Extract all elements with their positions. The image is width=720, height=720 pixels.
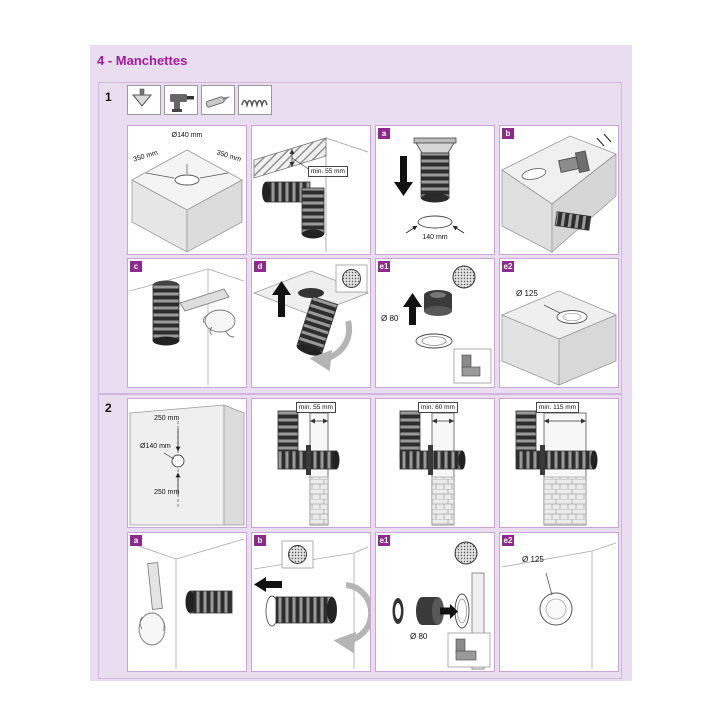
section-1-row-1: Ø140 mm 350 mm 350 mm (127, 125, 619, 255)
drill-icon (164, 85, 198, 115)
foam-strip-icon (238, 85, 272, 115)
step-label-e2: e2 (502, 261, 514, 272)
panel-step-b-ceiling-parts: b (499, 125, 619, 255)
diameter-80-label: Ø 80 (381, 314, 399, 323)
diameter-label: Ø140 mm (171, 132, 203, 139)
ceiling-thickness-illustration (253, 137, 369, 252)
section-1-number: 1 (105, 90, 112, 104)
sealant-gun-icon (201, 85, 235, 115)
wall-section-115-illustration (515, 410, 598, 526)
panel-wall-hole-dimensions: 250 mm Ø140 mm 250 mm (127, 398, 247, 528)
reduction-80-wall-illustration (392, 541, 491, 670)
diameter-125-label: Ø 125 (516, 289, 538, 298)
step-label-b: b (254, 535, 266, 546)
section-1: 1 (98, 82, 622, 395)
panel-step-b-insert-into-wall: b (251, 532, 371, 672)
wall-section-55-illustration (277, 410, 340, 526)
insert-wall-illustration (253, 540, 370, 669)
step-label-c: c (130, 261, 142, 272)
distance-top-label: 250 mm (154, 415, 180, 422)
diameter-80-label: Ø 80 (410, 632, 428, 641)
section-2-row-1: 250 mm Ø140 mm 250 mm (127, 398, 619, 528)
manual-content-area: 4 - Manchettes 1 (90, 45, 632, 681)
step-label-d: d (254, 261, 266, 272)
panel-ceiling-min-thickness: min. 55 mm (251, 125, 371, 255)
panel-step-e2-grille-125: e2 Ø 125 (499, 258, 619, 388)
foam-strip-illustration (241, 99, 268, 108)
hole-width-label: 140 mm (422, 234, 448, 241)
section-1-row-2: c d (127, 258, 619, 388)
distance-bottom-label: 250 mm (154, 489, 180, 496)
panel-ceiling-hole-dimensions: Ø140 mm 350 mm 350 mm (127, 125, 247, 255)
drill-illustration (170, 94, 194, 112)
section-2-number: 2 (105, 401, 112, 415)
sealant-illustration (205, 96, 231, 108)
wall-section-60-illustration (399, 410, 466, 526)
scraper-illustration (131, 88, 153, 107)
diameter-label: Ø140 mm (140, 443, 171, 450)
step-label-a: a (130, 535, 142, 546)
step-label-e1: e1 (378, 535, 390, 546)
cap-125-wall-illustration (501, 542, 617, 669)
min-wall-thickness-label: min. 115 mm (536, 402, 580, 413)
page-title: 4 - Manchettes (97, 53, 188, 68)
section-2: 2 250 mm Ø140 mm 25 (98, 393, 622, 679)
step-label-e2: e2 (502, 535, 514, 546)
panel-step-a-insert-sleeve: a 140 mm (375, 125, 495, 255)
wall-hole-illustration (129, 404, 245, 526)
panel-wall-min-55: min. 55 mm (251, 398, 371, 528)
reduction-80-illustration (403, 265, 492, 384)
step-label-e1: e1 (378, 261, 390, 272)
step-label-a: a (378, 128, 390, 139)
panel-step-a-scrape-wall: a (127, 532, 247, 672)
scraper-icon (127, 85, 161, 115)
ceiling-hole-illustration (131, 149, 243, 253)
cut-sleeve-illustration (129, 268, 245, 385)
min-thickness-label: min. 55 mm (308, 166, 348, 177)
tools-row (127, 85, 272, 115)
panel-step-e2-cap-125-wall: e2 Ø 125 (499, 532, 619, 672)
min-wall-thickness-label: min. 60 mm (418, 402, 458, 413)
section-2-row-2: a b (127, 532, 619, 672)
insert-sleeve-illustration (394, 137, 465, 234)
panel-step-e1-reduction-80-wall: e1 (375, 532, 495, 672)
min-wall-thickness-label: min. 55 mm (296, 402, 336, 413)
scrape-wall-illustration (129, 538, 245, 669)
ceiling-parts-illustration (501, 133, 617, 253)
diameter-125-label: Ø 125 (522, 555, 544, 564)
grille-125-illustration (500, 290, 618, 386)
panel-step-d-insert-into-ceiling: d (251, 258, 371, 388)
panel-wall-min-115: min. 115 mm (499, 398, 619, 528)
insert-ceiling-illustration (252, 264, 370, 372)
step-label-b: b (502, 128, 514, 139)
panel-step-e1-reduction-80: e1 Ø 80 (375, 258, 495, 388)
panel-step-c-cut-sleeve: c (127, 258, 247, 388)
panel-wall-min-60: min. 60 mm (375, 398, 495, 528)
